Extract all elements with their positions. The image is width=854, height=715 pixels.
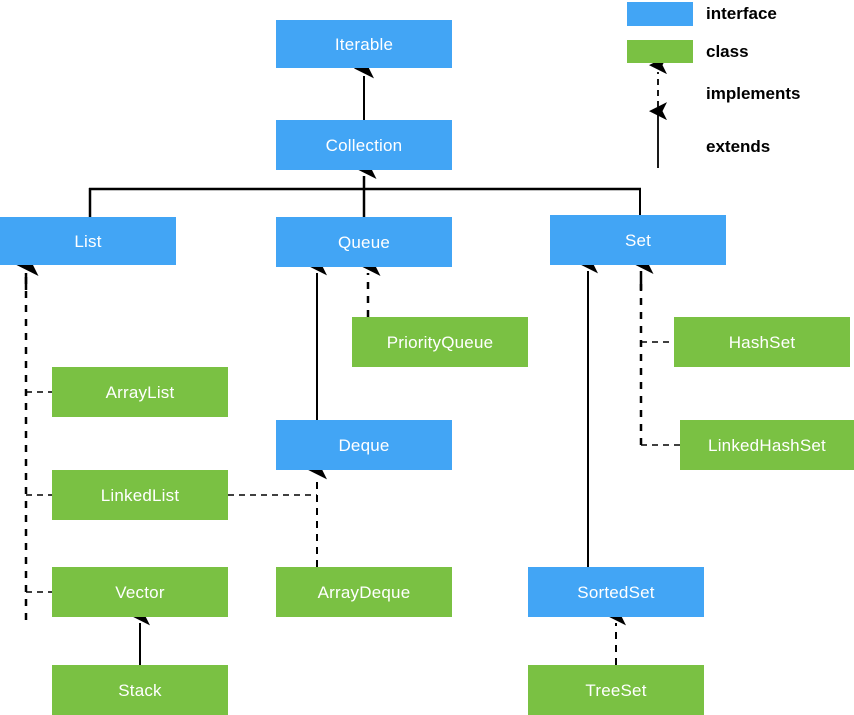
node-label: Set [624, 230, 652, 250]
node-label: ArrayList [105, 382, 175, 402]
node-label: HashSet [728, 332, 796, 352]
node-label: Stack [118, 680, 162, 700]
legend-label-interface: interface [706, 4, 777, 23]
legend-label-implements: implements [706, 84, 801, 103]
node-label: List [74, 231, 102, 251]
node-collection[interactable]: Collection [276, 120, 452, 170]
node-label: TreeSet [585, 680, 647, 700]
node-vector[interactable]: Vector [52, 567, 228, 617]
legend-label-class: class [706, 42, 749, 61]
node-treeset[interactable]: TreeSet [528, 665, 704, 715]
node-label: Collection [325, 135, 403, 155]
node-hashset[interactable]: HashSet [674, 317, 850, 367]
legend-label-extends: extends [706, 137, 771, 156]
node-label: SortedSet [577, 582, 655, 602]
node-label: Vector [115, 582, 165, 602]
node-label: ArrayDeque [317, 582, 411, 602]
node-label: Deque [338, 435, 390, 455]
node-label: LinkedList [100, 485, 180, 505]
node-arraydeque[interactable]: ArrayDeque [276, 567, 452, 617]
node-linkedlist[interactable]: LinkedList [52, 470, 228, 520]
node-iterable[interactable]: Iterable [276, 20, 452, 68]
node-list[interactable]: List [0, 217, 176, 265]
node-label: Iterable [334, 34, 394, 54]
legend-swatch-interface [627, 2, 693, 26]
node-set[interactable]: Set [550, 215, 726, 265]
node-priorityqueue[interactable]: PriorityQueue [352, 317, 528, 367]
node-label: PriorityQueue [386, 332, 494, 352]
node-queue[interactable]: Queue [276, 217, 452, 267]
legend-swatch-class [627, 40, 693, 63]
node-label: LinkedHashSet [708, 435, 826, 455]
node-sortedset[interactable]: SortedSet [528, 567, 704, 617]
node-linkedhashset[interactable]: LinkedHashSet [680, 420, 854, 470]
node-arraylist[interactable]: ArrayList [52, 367, 228, 417]
node-deque[interactable]: Deque [276, 420, 452, 470]
node-label: Queue [337, 232, 391, 252]
node-stack[interactable]: Stack [52, 665, 228, 715]
